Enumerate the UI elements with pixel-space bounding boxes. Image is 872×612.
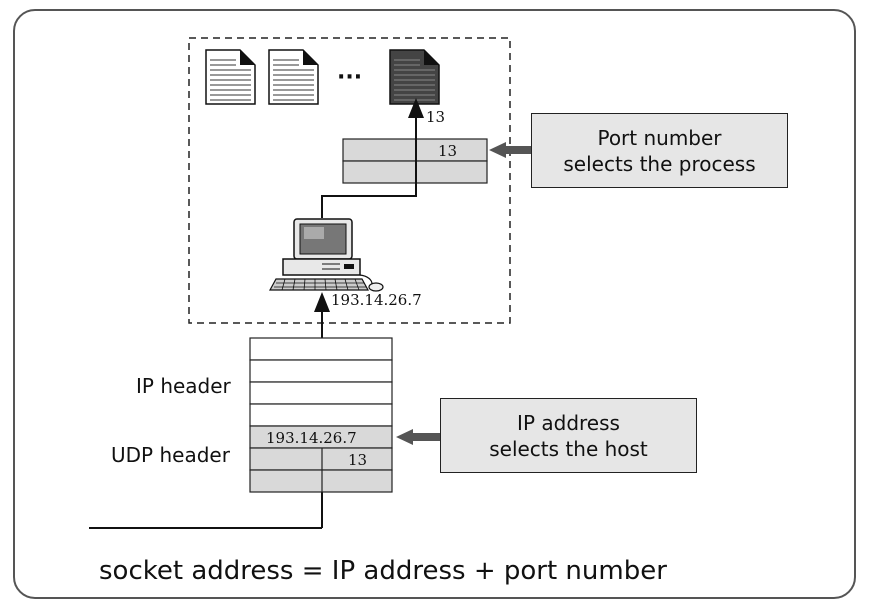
ip-header-label: IP header: [136, 374, 231, 398]
diagram-frame: [13, 9, 856, 599]
port-arrow-label: 13: [426, 108, 445, 126]
ip-address-callout: IP address selects the host: [440, 398, 697, 473]
udp-header-label: UDP header: [111, 443, 230, 467]
packet-port-number: 13: [348, 451, 367, 469]
port-table-value: 13: [438, 142, 457, 160]
socket-address-caption: socket address = IP address + port numbe…: [99, 556, 667, 586]
packet-stack: [249, 337, 393, 493]
host-boundary: [188, 37, 511, 324]
port-callout-arrow: [489, 142, 532, 158]
document-icon: [268, 49, 319, 105]
ip-callout-line1: IP address: [517, 410, 620, 435]
port-callout-line1: Port number: [597, 125, 722, 150]
port-callout-line2: selects the process: [563, 151, 756, 176]
ip-callout-line2: selects the host: [489, 436, 648, 461]
computer-icon: [268, 218, 384, 292]
host-ip-address: 193.14.26.7: [331, 291, 422, 309]
ellipsis: ···: [337, 65, 362, 90]
packet-ip-address: 193.14.26.7: [266, 429, 357, 447]
ip-callout-arrow: [396, 429, 442, 445]
document-icon: [205, 49, 256, 105]
port-number-callout: Port number selects the process: [531, 113, 788, 188]
selected-process-document-icon: [389, 49, 440, 105]
